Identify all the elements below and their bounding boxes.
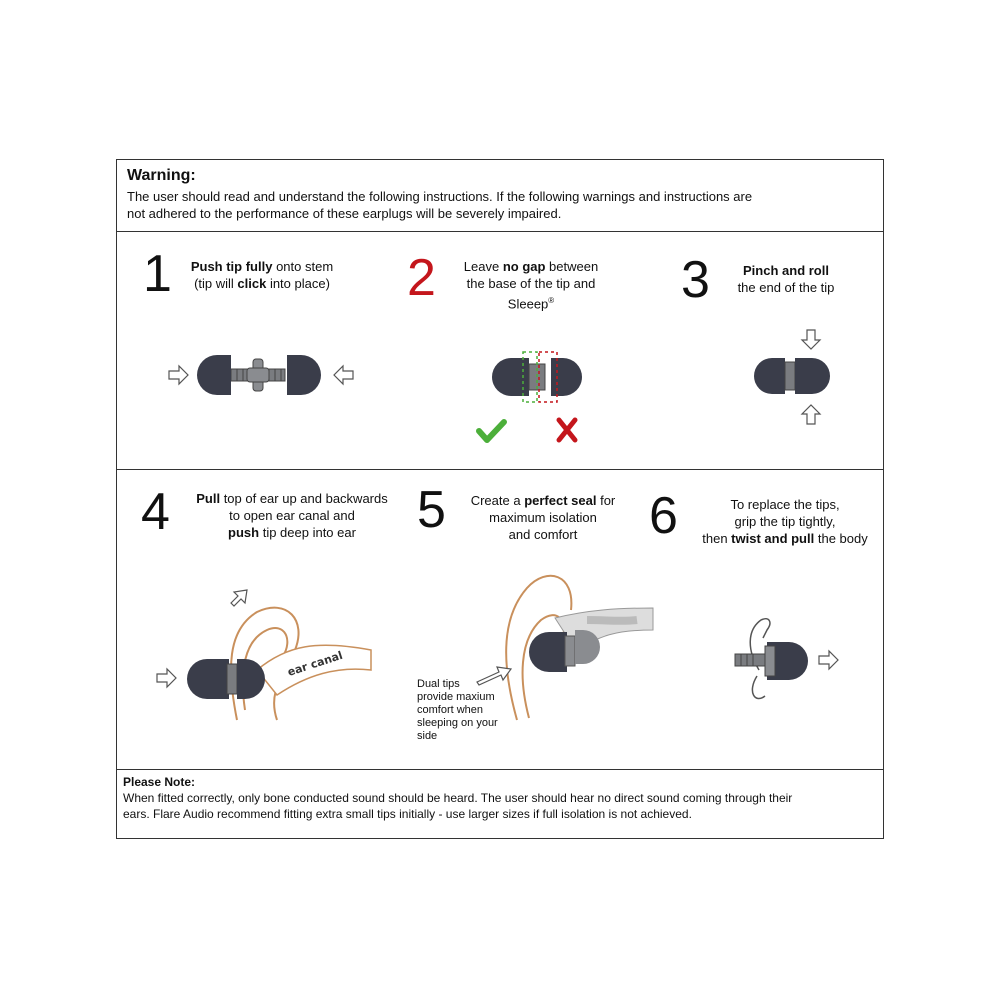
step-3: 3 Pinch and roll the end of the tip [629,232,885,468]
step-1-click: click [237,276,267,291]
step-4: 4 Pull top of ear up and backwards to op… [117,470,407,768]
dual-tips-line-5: side [417,730,438,742]
step-6-replace-illustration [734,618,839,700]
step-2-text-a: Leave [463,259,503,274]
step-1: 1 Push tip fully onto stem (tip will cli… [117,232,373,468]
step-1-bold: Push tip fully [190,259,273,274]
step-6-bold: twist and pull [731,531,815,546]
step-2-number: 2 [407,249,436,307]
check-icon [476,419,507,443]
note-title: Please Note: [123,775,196,789]
stem-6-icon [734,653,770,667]
steps-row-2: 4 Pull top of ear up and backwards to op… [117,470,883,770]
warning-line-1: The user should read and understand the … [127,189,753,204]
earplug-tip-right-icon [287,355,321,395]
push-in-arrow-icon [156,667,177,689]
pinch-up-arrow-icon [800,404,822,425]
step-4-number: 4 [141,483,170,541]
step-5-text-c: for [596,493,616,508]
earplug-tip-pinch-left-icon [754,358,785,394]
step-2-bold: no gap [502,259,546,274]
push-right-arrow-icon [168,364,189,386]
dual-tips-line-2: provide maxium [417,691,495,703]
step-3-bold: Pinch and roll [743,263,829,278]
dual-tips-line-4: sleeping on your [417,717,498,729]
step-1-text-a: onto stem [272,259,334,274]
ear-outline-5 [505,574,573,721]
step-3-number: 3 [681,251,710,309]
step-5-text: Create a perfect seal for maximum isolat… [453,492,633,543]
earplug-inserted-icon [187,659,229,699]
step-2: 2 Leave no gap between the base of the t… [373,232,629,468]
step-6-number: 6 [649,487,678,545]
step-1-text-b: (tip will [194,276,238,291]
step-6-text-a: then [702,531,732,546]
note-line-2: ears. Flare Audio recommend fitting extr… [123,807,692,821]
step-1-earplug-illustration [168,355,354,395]
note-line-1: When fitted correctly, only bone conduct… [123,791,793,805]
dual-tips-callout: Dual tips provide maxium comfort when sl… [417,678,498,743]
step-5-seal-illustration [476,574,654,721]
step-4-bold-push: push [228,525,260,540]
step-6: 6 To replace the tips, grip the tip tigh… [647,470,885,768]
gripping-hand-icon [749,618,771,671]
step-3-text: Pinch and roll the end of the tip [721,262,851,296]
step-4-line-2: to open ear canal and [229,508,355,523]
step-3-pinch-illustration [754,329,830,425]
earplug-tip-fitted-icon [492,358,529,396]
step-3-line-2: the end of the tip [737,280,835,295]
step-6-text: To replace the tips, grip the tip tightl… [687,496,883,547]
earplug-sealed-icon [529,632,567,672]
dual-tips-line-1: Dual tips [417,678,460,690]
step-5: 5 Create a perfect seal for maximum isol… [407,470,654,768]
earplug-tip-gap-icon [551,358,582,396]
step-2-text: Leave no gap between the base of the tip… [451,258,611,312]
cross-icon [556,417,578,443]
step-4-text-c: tip deep into ear [259,525,356,540]
push-left-arrow-icon [333,364,354,386]
step-6-line-2: grip the tip tightly, [734,514,836,529]
step-1-number: 1 [143,245,172,303]
step-2-line-2: the base of the tip and [466,276,596,291]
step-5-text-a: Create a [470,493,525,508]
note-section: Please Note: When fitted correctly, only… [117,770,883,840]
step-4-text: Pull top of ear up and backwards to open… [177,490,407,541]
step-6-text-c: the body [814,531,868,546]
ear-canal-shape [255,644,372,697]
earplug-tip-left-icon [197,355,231,395]
step-2-gap-illustration [476,351,582,443]
earplug-tip-remove-icon [767,642,808,680]
step-4-bold-pull: Pull [196,491,221,506]
dual-tips-arrow-icon [476,666,513,686]
step-6-line-1: To replace the tips, [730,497,840,512]
step-1-text: Push tip fully onto stem (tip will click… [177,258,347,292]
pull-right-arrow-icon [818,649,839,671]
step-4-ear-illustration: ear canal [156,589,372,721]
warning-line-2: not adhered to the performance of these … [127,206,562,221]
step-4-text-a: top of ear up and backwards [220,491,388,506]
warning-text: The user should read and understand the … [127,188,873,222]
steps-row-1: 1 Push tip fully onto stem (tip will cli… [117,232,883,470]
step-5-line-2: maximum isolation [489,510,597,525]
step-2-text-c: between [545,259,599,274]
pinch-down-arrow-icon [800,329,822,350]
dual-tips-line-3: comfort when [417,704,484,716]
warning-section: Warning: The user should read and unders… [117,160,883,232]
warning-title: Warning: [127,167,196,184]
pull-up-arrow-icon [230,589,248,607]
instruction-sheet: Warning: The user should read and unders… [116,159,884,839]
step-5-bold: perfect seal [524,493,597,508]
step-1-text-c: into place) [266,276,330,291]
step-2-line-3: Sleeep [507,296,549,312]
registered-mark: ® [548,296,555,305]
step-5-line-3: and comfort [508,527,578,542]
earplug-tip-pinch-right-icon [795,358,830,394]
note-text: When fitted correctly, only bone conduct… [123,790,877,822]
step-5-number: 5 [417,481,446,539]
